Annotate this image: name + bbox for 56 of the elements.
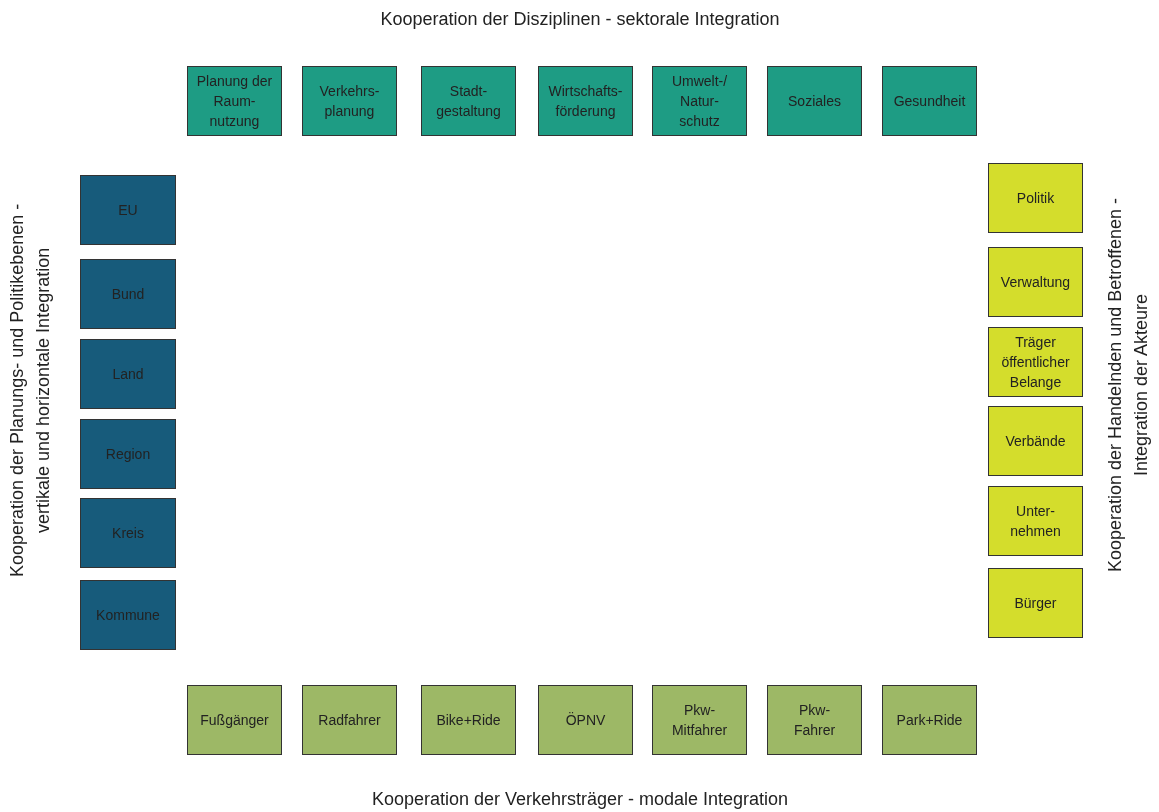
box-label: Region (105, 445, 151, 464)
box-label: Pkw- Fahrer (792, 701, 837, 740)
box-label: Politik (1016, 189, 1055, 208)
box-label: Fußgänger (200, 711, 269, 730)
category-box (302, 66, 397, 136)
category-box (988, 247, 1083, 317)
box-label: Pkw- Mitfahrer (670, 701, 729, 740)
box-label: EU (118, 201, 138, 220)
category-box (421, 66, 516, 136)
category-box (80, 175, 176, 245)
category-box (80, 339, 176, 409)
box-label: Land (112, 365, 144, 384)
category-box (988, 163, 1083, 233)
group-heading: Kooperation der Verkehrsträger - modale Integration (370, 788, 790, 811)
category-box (80, 419, 176, 489)
category-box (767, 685, 862, 755)
category-box (882, 66, 977, 136)
category-box (538, 685, 633, 755)
box-label: Bund (111, 285, 145, 304)
category-box (187, 66, 282, 136)
box-label: Kommune (96, 606, 160, 625)
box-label: ÖPNV (565, 711, 606, 730)
group-heading: Kooperation der Disziplinen - sektorale Integration (379, 8, 781, 31)
category-box (421, 685, 516, 755)
category-box (988, 568, 1083, 638)
category-box (80, 498, 176, 568)
category-box (988, 406, 1083, 476)
box-label: Wirtschafts- förderung (547, 82, 624, 121)
category-box (652, 685, 747, 755)
box-label: Unter- nehmen (1009, 502, 1062, 541)
box-label: Träger öffentlicher Belange (1000, 333, 1071, 392)
box-label: Radfahrer (318, 711, 381, 730)
category-box (652, 66, 747, 136)
group-heading: Kooperation der Planungs- und Politikebenen - vertikale und horizontale Integration (6, 202, 54, 579)
box-label: Bürger (1014, 594, 1057, 613)
box-label: Soziales (788, 92, 841, 111)
box-label: Verbände (1005, 432, 1066, 451)
category-box (80, 259, 176, 329)
box-label: Kreis (112, 524, 144, 543)
category-box (988, 486, 1083, 556)
box-label: Verwaltung (1000, 273, 1071, 292)
category-box (767, 66, 862, 136)
box-label: Umwelt-/ Natur- schutz (670, 72, 729, 131)
box-label: Park+Ride (896, 711, 963, 730)
box-label: Stadt- gestaltung (435, 82, 502, 121)
box-label: Bike+Ride (436, 711, 501, 730)
category-box (302, 685, 397, 755)
category-box (538, 66, 633, 136)
category-box (80, 580, 176, 650)
category-box (988, 327, 1083, 397)
category-box (187, 685, 282, 755)
box-label: Verkehrs- planung (318, 82, 381, 121)
group-heading: Kooperation der Handelnden und Betroffenen - Integration der Akteure (1104, 197, 1152, 574)
category-box (882, 685, 977, 755)
box-label: Planung der Raum- nutzung (195, 72, 274, 131)
box-label: Gesundheit (893, 92, 966, 111)
